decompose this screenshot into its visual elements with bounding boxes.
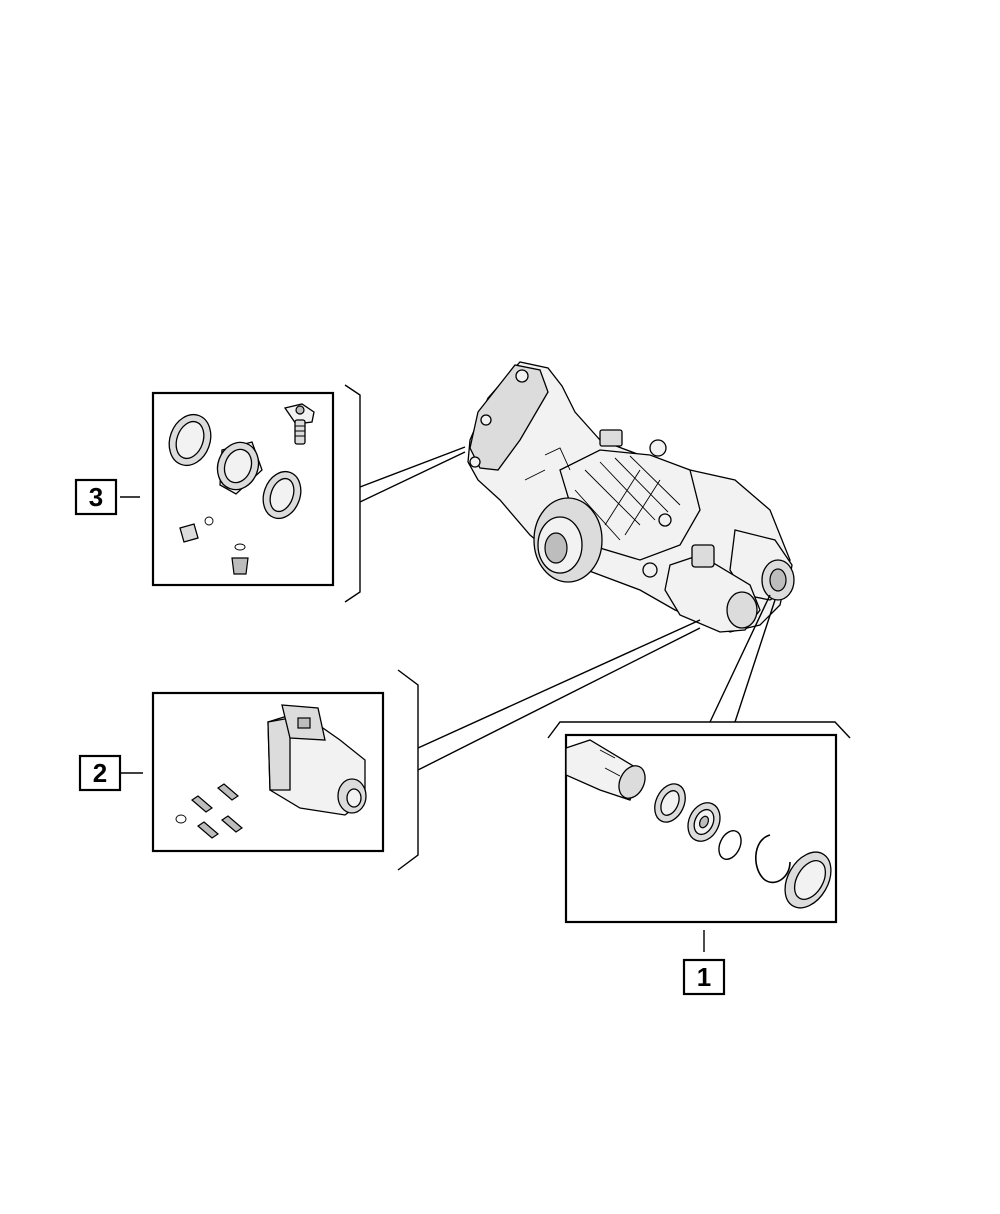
seal-ring-large [168,413,212,467]
bushing [216,441,263,495]
snap-ring-small [718,830,742,860]
bearing [687,802,721,842]
fill-plug [231,543,249,575]
callout-2-label: 2 [93,758,107,788]
kit-1-group: 1 [547,594,851,996]
callout-2: 2 [78,754,122,792]
kit-3-group: 3 [74,384,466,603]
banjo-bolt [283,403,315,445]
outer-seal [784,851,832,909]
snap-ring-large [755,834,791,884]
shift-motor [267,704,367,816]
o-ring [175,814,187,824]
callout-1: 1 [682,958,726,996]
callout-3: 3 [74,478,118,516]
drain-plug [179,516,214,543]
seal-ring-medium [262,470,302,520]
callout-1-label: 1 [697,962,711,992]
screw-set [191,783,243,839]
shaft-seal [654,783,686,823]
output-shaft [565,739,646,801]
callout-3-label: 3 [89,482,103,512]
transfer-case-assembly [467,361,795,633]
kit-2-group: 2 [78,619,701,871]
